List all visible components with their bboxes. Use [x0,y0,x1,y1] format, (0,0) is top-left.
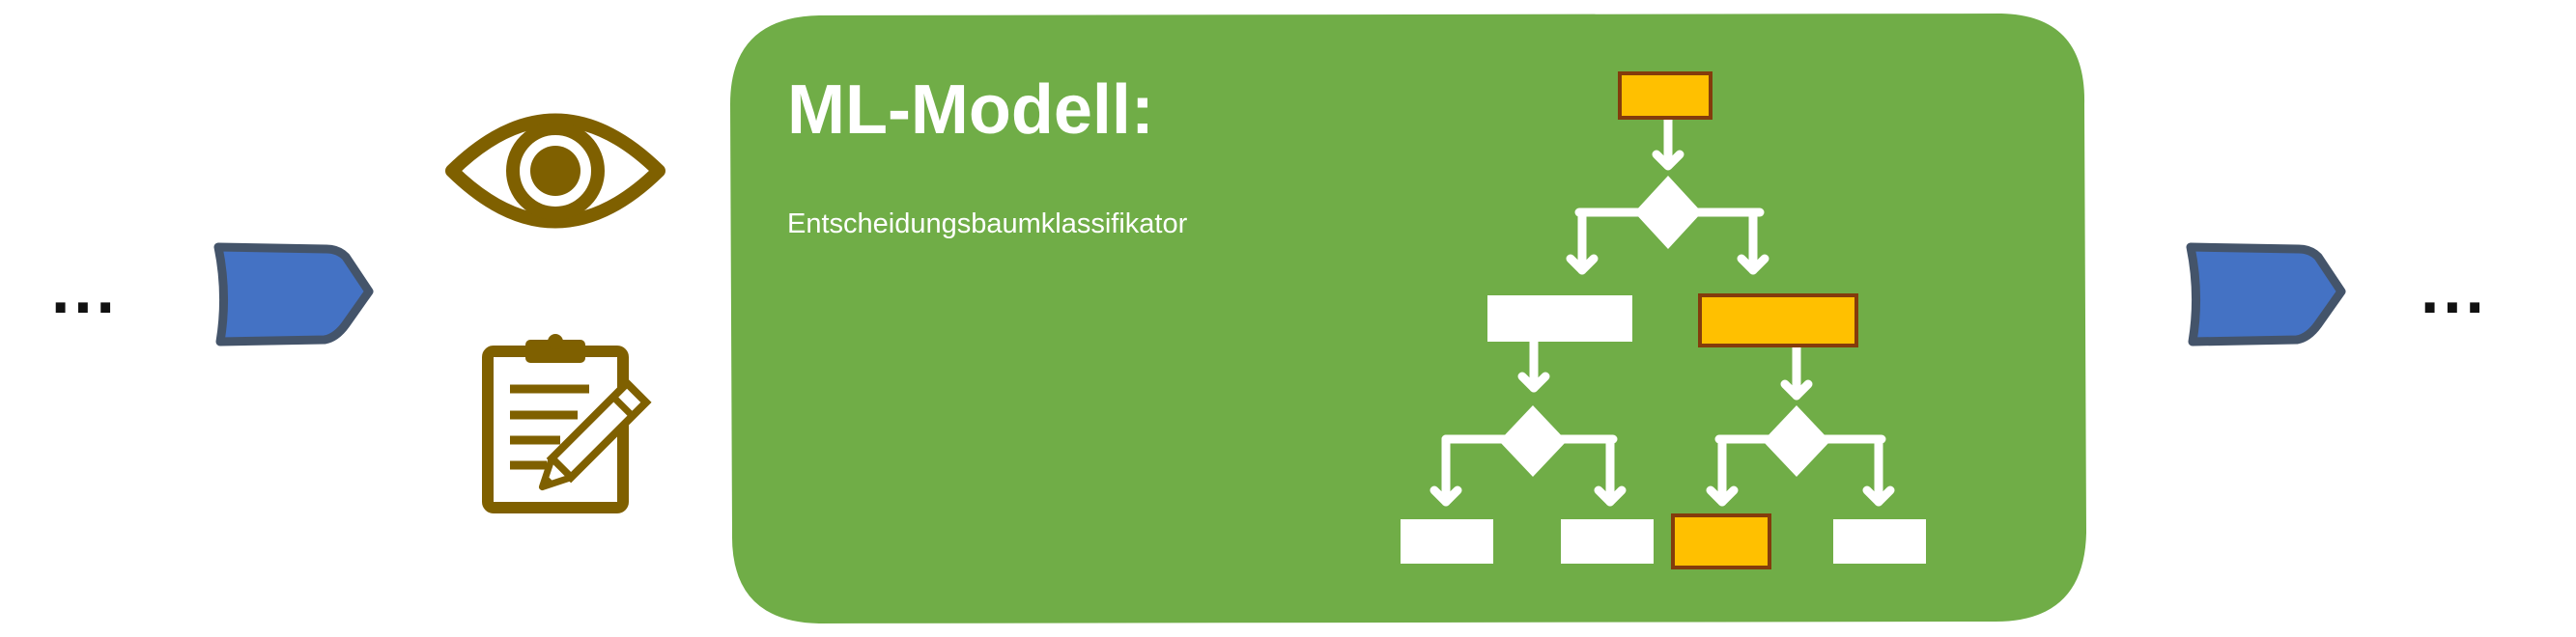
leading-ellipsis: ... [50,263,118,326]
eye-icon [445,113,665,229]
model-title: ML-Modell: [787,71,1154,149]
model-card [730,14,2086,623]
flow-arrow-out-icon [2186,242,2346,346]
flow-arrow-in-icon [213,242,374,346]
decision-tree-icon [1401,71,1926,569]
model-subtitle: Entscheidungsbaumklassifikator [787,208,1188,239]
clipboard-pencil-icon [482,334,652,513]
trailing-ellipsis: ... [2420,263,2487,326]
